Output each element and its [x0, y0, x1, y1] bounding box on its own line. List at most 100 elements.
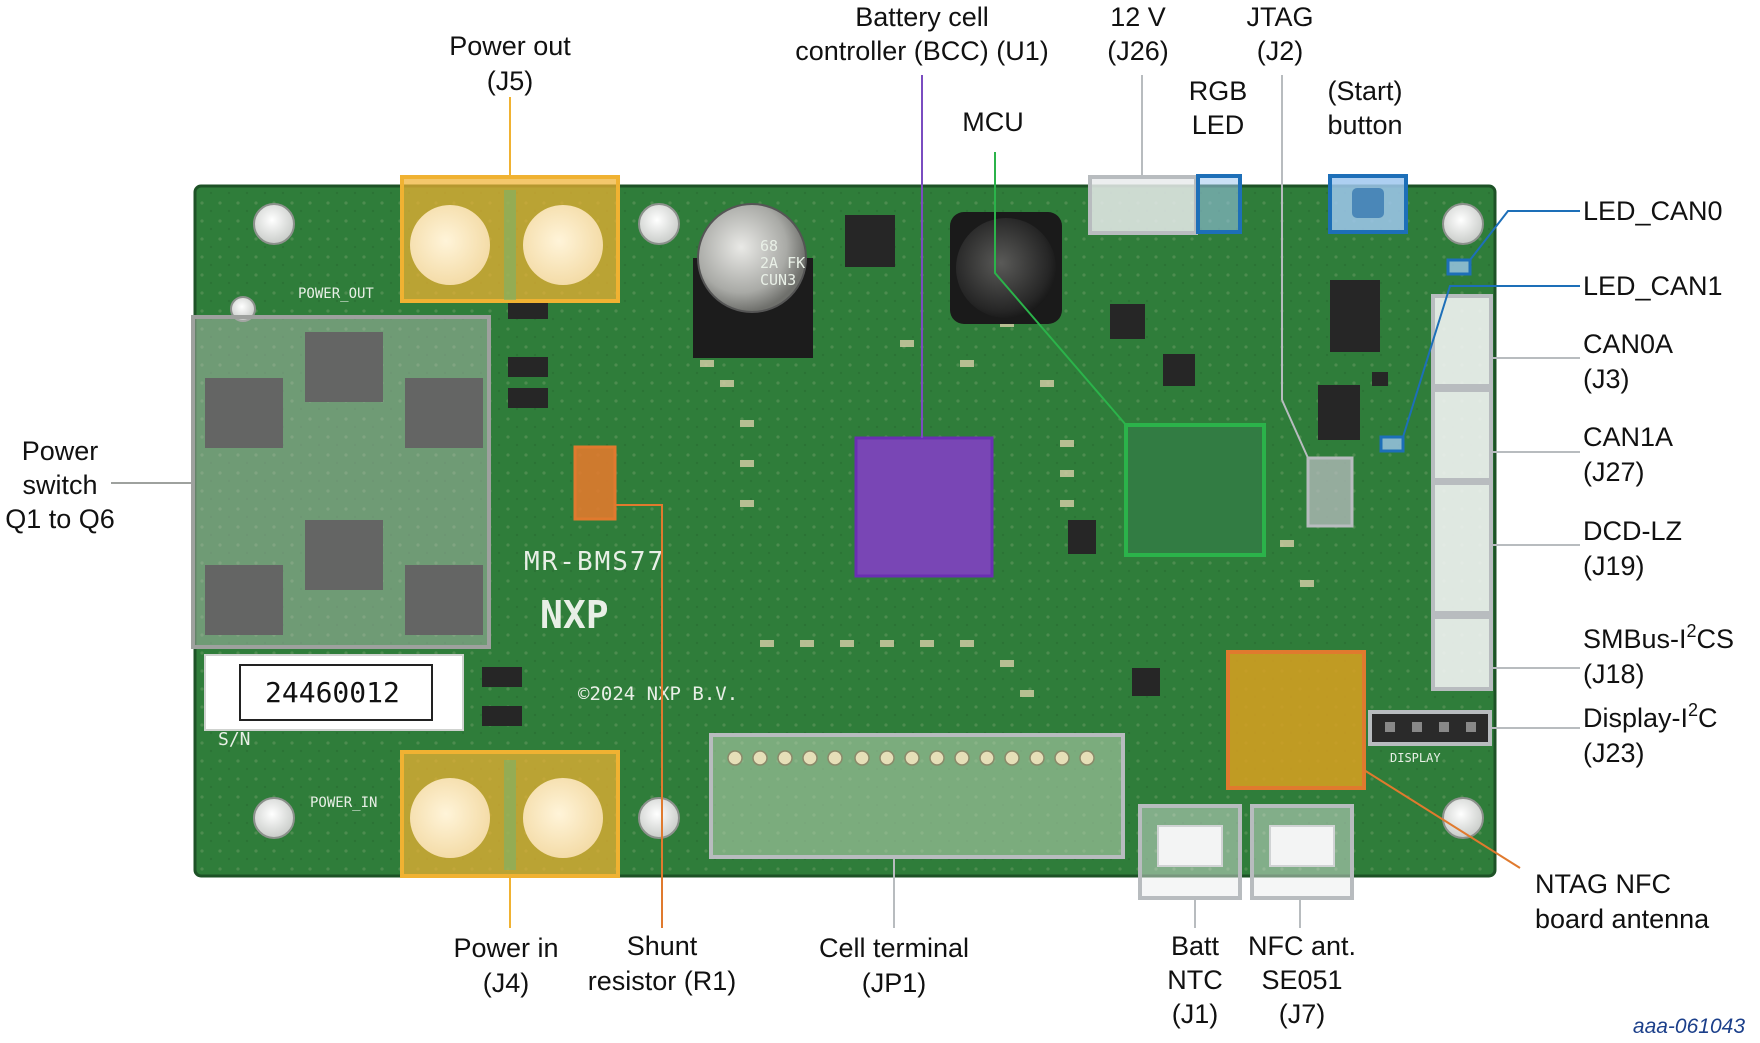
- mcu-label: MCU: [962, 107, 1024, 137]
- can1a-j27-highlight: [1431, 388, 1493, 482]
- ntag-nfc-antenna-highlight: [1226, 650, 1366, 790]
- mosfet-q1: [205, 565, 283, 635]
- cell-terminal-label-2: (JP1): [862, 968, 927, 998]
- nfc-se-label-1: NFC ant.: [1248, 931, 1356, 961]
- cap-marking-2: 2A FK: [760, 254, 805, 272]
- mcu-line: [994, 152, 1127, 426]
- power-in-silk: POWER_IN: [310, 795, 377, 811]
- smbus-j18-highlight: [1431, 615, 1493, 691]
- batt-ntc-label-3: (J1): [1172, 999, 1219, 1029]
- bcc-u1-highlight: [854, 436, 994, 578]
- power-out-j5-highlight: [400, 175, 620, 303]
- can1a-label-1: CAN1A: [1583, 422, 1673, 452]
- batt-ntc-label-2: NTC: [1167, 965, 1223, 995]
- smbus-label-sup: 2: [1687, 621, 1697, 641]
- display-label-suffix: C: [1698, 703, 1718, 733]
- board-model-silk: MR-BMS77: [524, 547, 665, 577]
- mosfet-q2: [205, 378, 283, 448]
- start-button-highlight: [1328, 174, 1408, 234]
- power-out-silk: POWER_OUT: [298, 286, 374, 302]
- display-silk: DISPLAY: [1390, 751, 1441, 765]
- power-in-label-2: (J4): [483, 968, 530, 998]
- shunt-resistor-highlight: [573, 445, 617, 521]
- shunt-label-2: resistor (R1): [588, 966, 737, 996]
- serial-label-silk: S/N: [218, 729, 251, 750]
- nxp-logo: NXP: [540, 593, 609, 637]
- cap-marking-3: CUN3: [760, 271, 796, 289]
- serial-number: 24460012: [265, 676, 400, 709]
- mosfet-q-group: [205, 332, 483, 635]
- ntag-label-1: NTAG NFC: [1535, 869, 1671, 899]
- can0a-label-2: (J3): [1583, 364, 1630, 394]
- can1a-label-2: (J27): [1583, 457, 1645, 487]
- v12-label-2: (J26): [1107, 36, 1169, 66]
- power-switch-highlight: [191, 315, 491, 649]
- v12-label-1: 12 V: [1110, 2, 1166, 32]
- power-switch-label-1: Power: [22, 436, 99, 466]
- cell-terminal-label-1: Cell terminal: [819, 933, 969, 963]
- ntag-line: [1363, 769, 1521, 869]
- bcc-label-1: Battery cell: [855, 2, 989, 32]
- mcu-highlight: [1124, 423, 1266, 557]
- mosfet-q5: [405, 565, 483, 635]
- rgb-led-highlight: [1196, 174, 1242, 234]
- power-out-label-2: (J5): [487, 66, 534, 96]
- dcd-lz-label-1: DCD-LZ: [1583, 516, 1682, 546]
- start-button-label-2: button: [1327, 110, 1402, 140]
- bcc-label-2: controller (BCC) (U1): [795, 36, 1049, 66]
- mounting-screws: [230, 203, 1484, 839]
- callout-lines: [111, 75, 1580, 928]
- led-can1-highlight: [1379, 435, 1405, 453]
- can0a-label-1: CAN0A: [1583, 329, 1673, 359]
- smd-components: [482, 215, 1388, 726]
- led-can0-label: LED_CAN0: [1583, 196, 1723, 226]
- power-inductor: [950, 212, 1062, 324]
- jtag-label-2: (J2): [1257, 36, 1304, 66]
- led-can1-label: LED_CAN1: [1583, 271, 1723, 301]
- cap-marking-1: 68: [760, 237, 778, 255]
- power-in-label-1: Power in: [453, 933, 558, 963]
- display-label-sup: 2: [1688, 700, 1698, 720]
- power-out-label-1: Power out: [449, 31, 571, 61]
- cell-terminal-jp1-highlight: [709, 733, 1125, 859]
- electrolytic-capacitor: 68 2A FK CUN3: [693, 203, 813, 358]
- right-connectors: [1431, 294, 1493, 691]
- shunt-line: [615, 504, 663, 928]
- smbus-ref-label: (J18): [1583, 659, 1645, 689]
- callout-labels: Power out (J5) Battery cell controller (…: [5, 2, 1734, 1029]
- jtag-label-1: JTAG: [1247, 2, 1314, 32]
- jtag-j2-highlight: [1306, 456, 1354, 528]
- ntag-label-2: board antenna: [1535, 904, 1710, 934]
- serial-sticker: 24460012 S/N: [204, 654, 464, 750]
- jtag-line-diag: [1281, 399, 1309, 459]
- display-j23-highlight: [1368, 710, 1492, 746]
- batt-ntc-label-1: Batt: [1171, 931, 1220, 961]
- mosfet-q6: [405, 378, 483, 448]
- led-can0-highlight: [1446, 258, 1472, 276]
- led-can1-line: [1402, 285, 1580, 438]
- smbus-label-suffix: CS: [1697, 624, 1735, 654]
- figure-id: aaa-061043: [1633, 1015, 1745, 1038]
- start-button-label-1: (Start): [1327, 76, 1402, 106]
- dcd-lz-label-2: (J19): [1583, 551, 1645, 581]
- copyright-silk: ©2024 NXP B.V.: [578, 683, 738, 705]
- display-label: Display-I2C: [1583, 700, 1718, 733]
- smbus-label-prefix: SMBus-I: [1583, 624, 1687, 654]
- dcd-lz-j19-highlight: [1431, 481, 1493, 615]
- power-in-j4-highlight: [400, 750, 620, 878]
- v12-j26-highlight: [1088, 175, 1198, 235]
- display-ref-label: (J23): [1583, 738, 1645, 768]
- power-switch-label-2: switch: [22, 470, 97, 500]
- power-switch-label-3: Q1 to Q6: [5, 504, 115, 534]
- nfc-se-label-3: (J7): [1279, 999, 1326, 1029]
- batt-ntc-j1-highlight: [1138, 804, 1242, 900]
- shunt-label-1: Shunt: [627, 931, 698, 961]
- rgb-led-label-1: RGB: [1189, 76, 1248, 106]
- nfc-se051-j7-highlight: [1250, 804, 1354, 900]
- nfc-se-label-2: SE051: [1261, 965, 1342, 995]
- led-can0-line: [1469, 210, 1580, 261]
- rgb-led-label-2: LED: [1192, 110, 1245, 140]
- smbus-label: SMBus-I2CS: [1583, 621, 1734, 654]
- mosfet-q3: [305, 520, 383, 590]
